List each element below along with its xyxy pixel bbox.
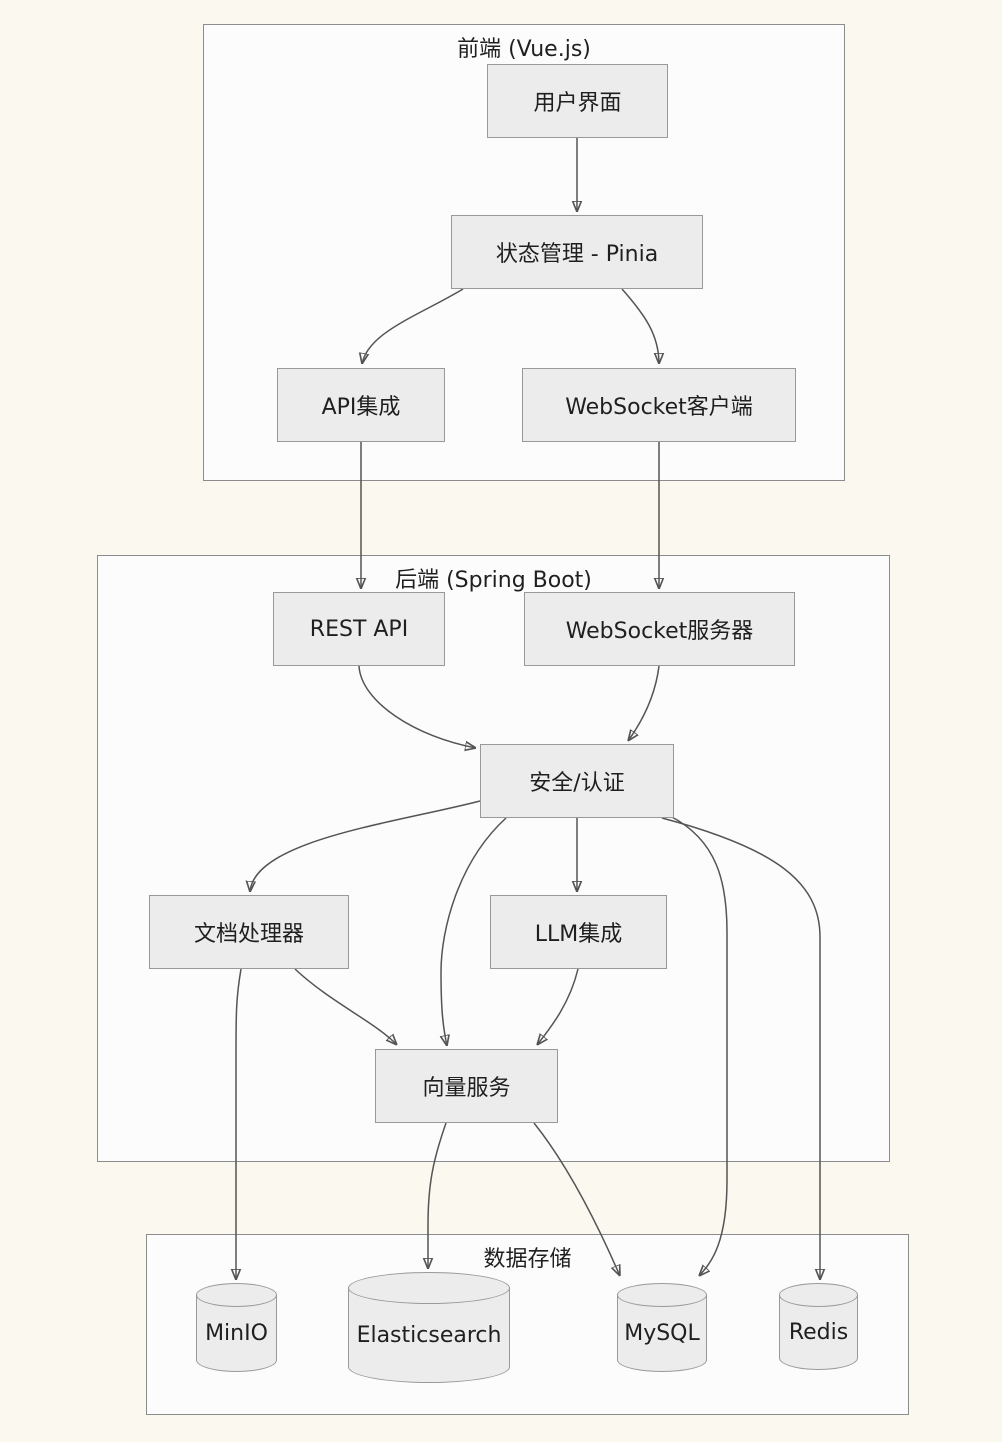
node-user-interface: 用户界面 <box>487 64 668 138</box>
db-mysql-top <box>617 1283 707 1307</box>
node-state-management-pinia-label: 状态管理 - Pinia <box>495 242 659 267</box>
node-vector-service: 向量服务 <box>375 1049 558 1123</box>
db-elasticsearch-top <box>348 1272 510 1304</box>
db-elasticsearch: Elasticsearch <box>348 1272 510 1383</box>
group-backend-title: 后端 (Spring Boot) <box>395 568 592 593</box>
db-minio: MinIO <box>196 1283 277 1372</box>
group-storage-title: 数据存储 <box>483 1247 572 1272</box>
node-vector-service-label: 向量服务 <box>422 1076 511 1101</box>
node-api-integration: API集成 <box>277 368 445 442</box>
node-websocket-client: WebSocket客户端 <box>522 368 796 442</box>
group-frontend-title: 前端 (Vue.js) <box>457 37 591 62</box>
db-minio-label: MinIO <box>205 1321 268 1346</box>
node-security-auth-label: 安全/认证 <box>529 771 625 796</box>
db-mysql-body <box>617 1295 707 1372</box>
db-elasticsearch-label: Elasticsearch <box>356 1323 502 1348</box>
node-document-processor: 文档处理器 <box>149 895 349 969</box>
node-rest-api-label: REST API <box>309 616 409 642</box>
node-user-interface-label: 用户界面 <box>533 91 622 116</box>
node-state-management-pinia: 状态管理 - Pinia <box>451 215 703 289</box>
db-mysql: MySQL <box>617 1283 707 1372</box>
node-document-processor-label: 文档处理器 <box>193 922 304 947</box>
db-redis-label: Redis <box>788 1320 849 1345</box>
node-llm-integration: LLM集成 <box>490 895 667 969</box>
node-rest-api: REST API <box>273 592 445 666</box>
db-redis: Redis <box>779 1283 858 1370</box>
db-mysql-label: MySQL <box>624 1321 700 1346</box>
node-api-integration-label: API集成 <box>321 395 401 420</box>
db-redis-body <box>779 1295 858 1370</box>
db-minio-top <box>196 1283 277 1307</box>
db-redis-top <box>779 1283 858 1307</box>
node-security-auth: 安全/认证 <box>480 744 674 818</box>
node-llm-integration-label: LLM集成 <box>534 922 623 947</box>
node-websocket-server-label: WebSocket服务器 <box>565 619 754 644</box>
node-websocket-client-label: WebSocket客户端 <box>565 395 753 420</box>
db-minio-body <box>196 1295 277 1372</box>
node-websocket-server: WebSocket服务器 <box>524 592 795 666</box>
